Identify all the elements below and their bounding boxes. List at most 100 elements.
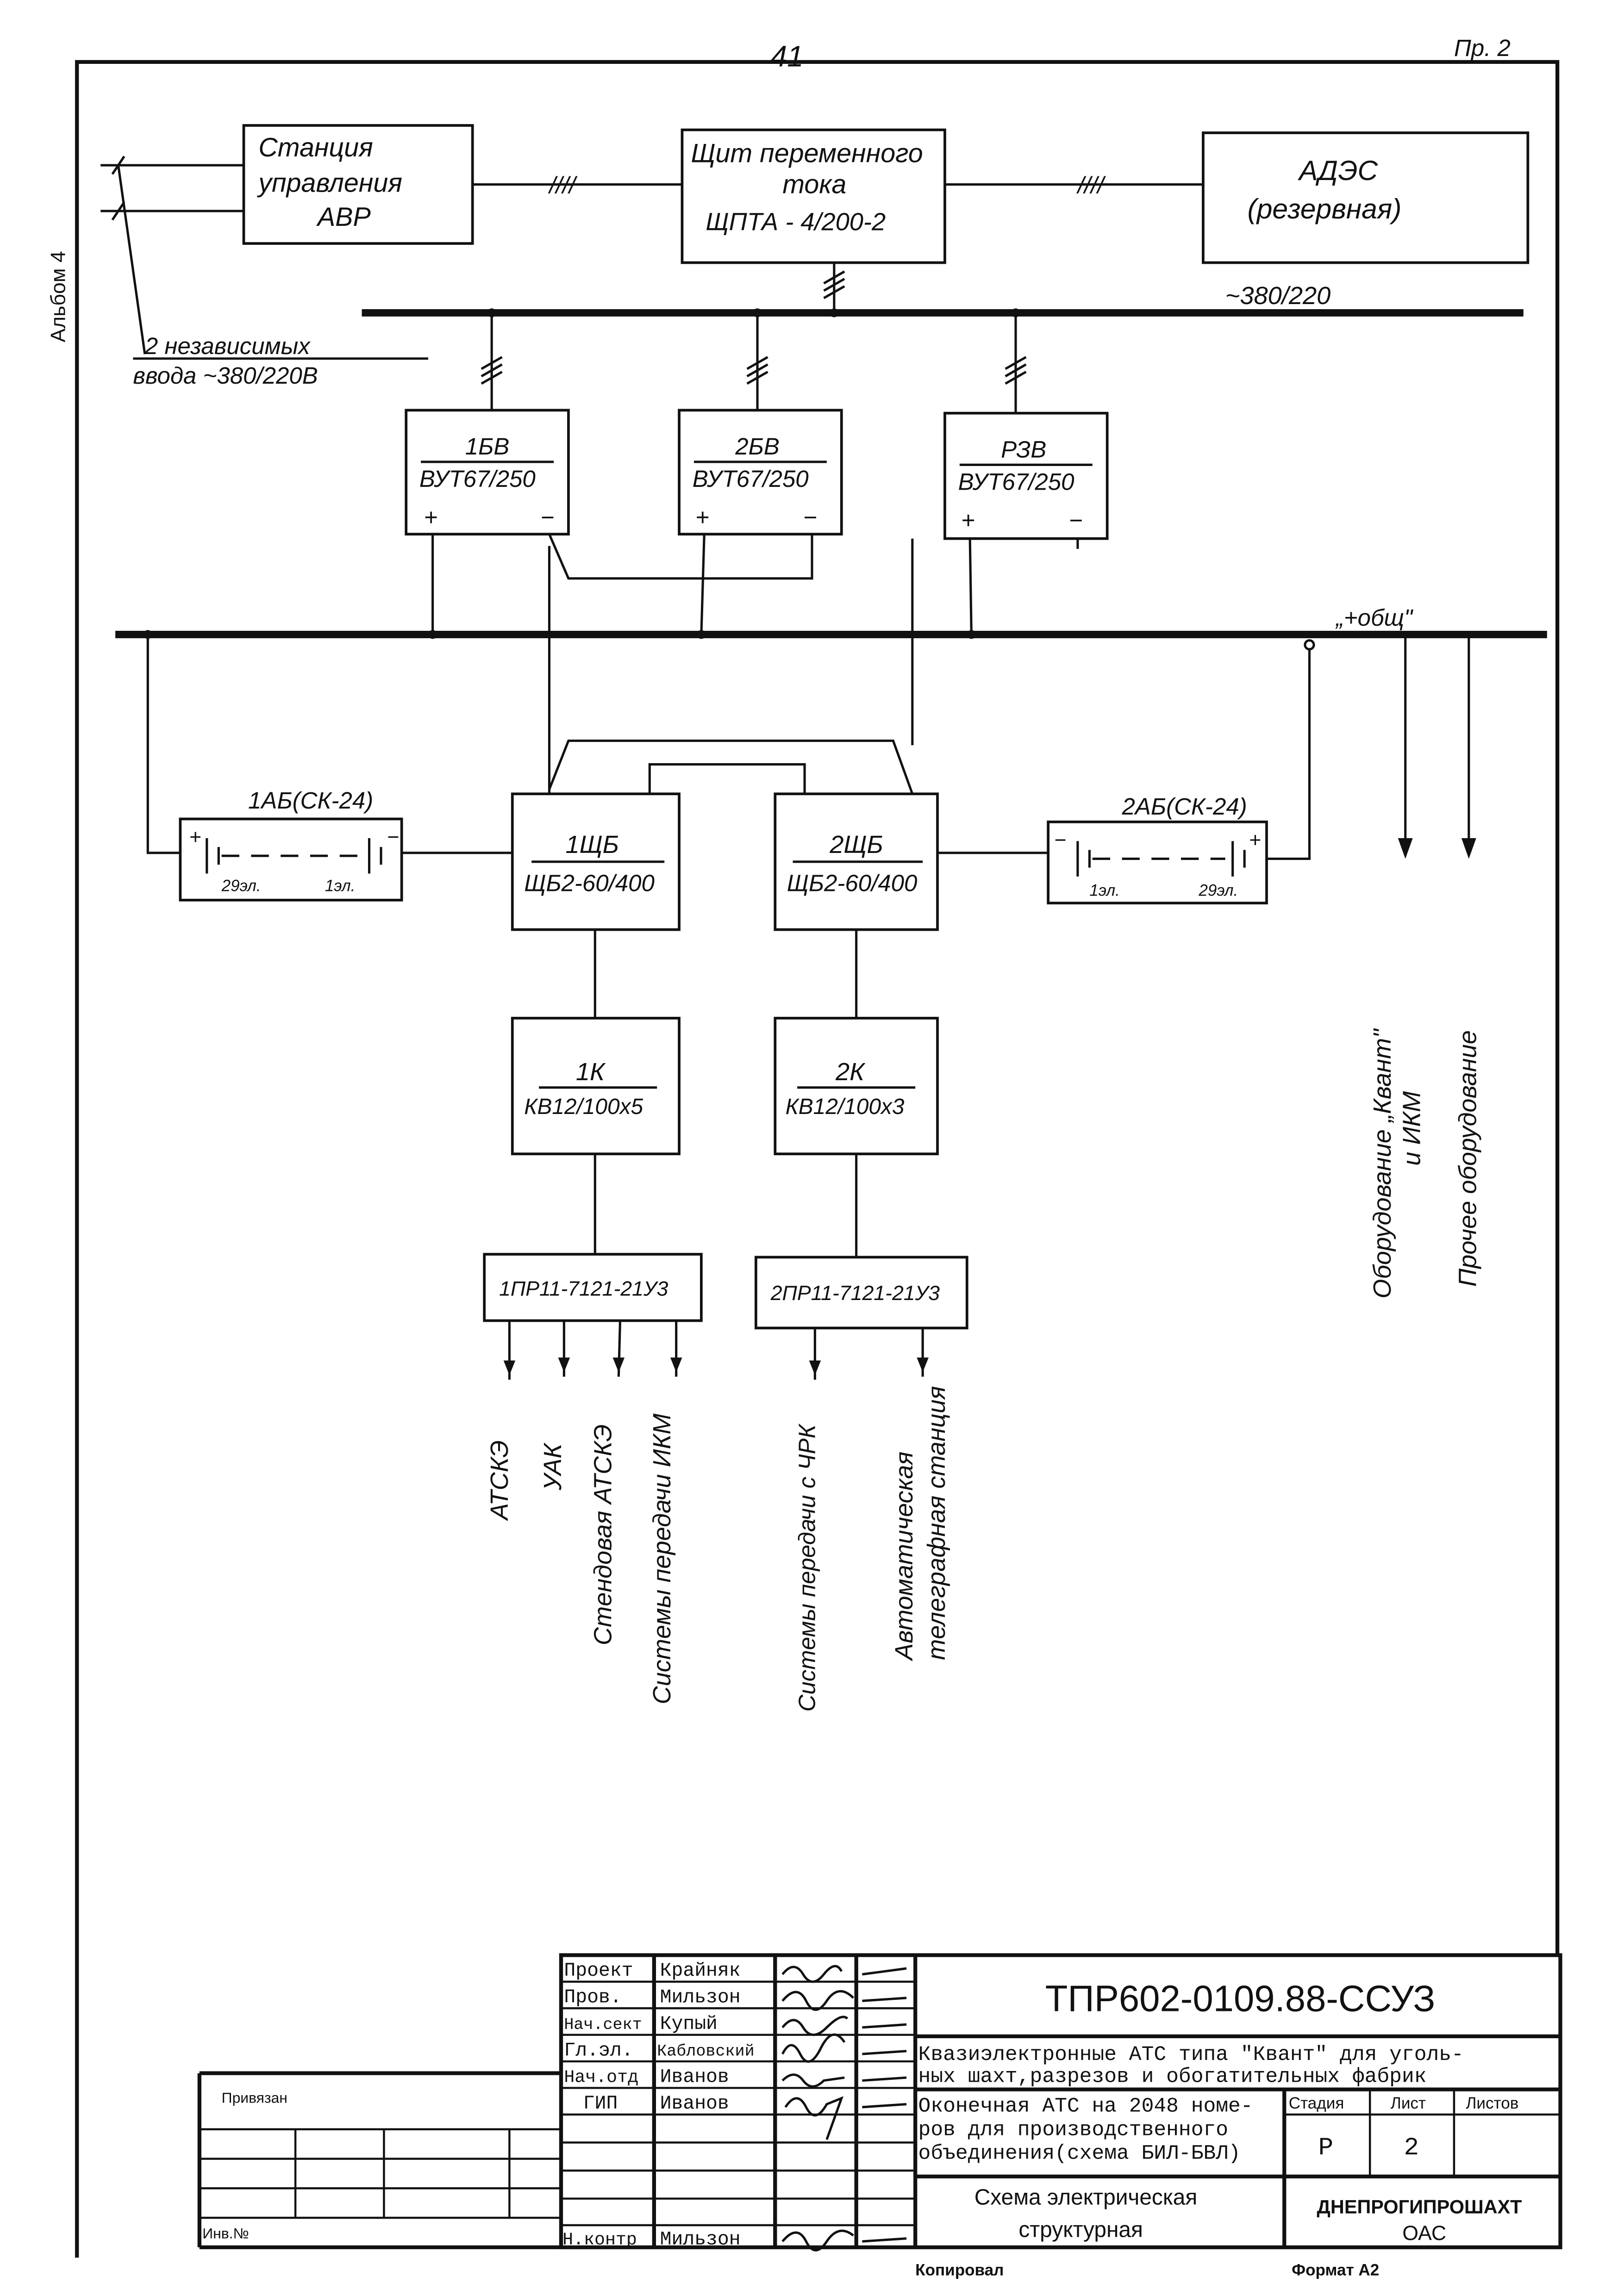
converter-2-outputs: Системы передачи с ЧРК Автоматическая те… [793, 1328, 950, 1711]
svg-text:29эл.: 29эл. [221, 877, 261, 895]
svg-text:1ЩБ: 1ЩБ [566, 831, 619, 859]
converter-2: 2ПР11-7121-21У3 [754, 1256, 968, 1330]
svg-text:телеграфная станция: телеграфная станция [923, 1386, 950, 1660]
svg-text:2ЩБ: 2ЩБ [829, 831, 883, 859]
cross-connection [548, 739, 914, 795]
svg-text:−: − [387, 826, 399, 849]
svg-text:1К: 1К [576, 1058, 606, 1086]
svg-text:Щит переменного: Щит переменного [691, 139, 923, 168]
converter-1-outputs: АТСКЭ УАК Стендовая АТСКЭ Системы переда… [486, 1320, 682, 1704]
svg-text:ЩБ2-60/400: ЩБ2-60/400 [787, 870, 918, 896]
role: Проект [564, 1960, 633, 1982]
ades-block: АДЭС (резервная) [1202, 131, 1530, 264]
svg-text:Системы передачи с ЧРК: Системы передачи с ЧРК [793, 1423, 820, 1711]
svg-text:2 независимых: 2 независимых [144, 333, 311, 359]
distribution-board-2: 2ЩБ ЩБ2-60/400 [774, 792, 939, 931]
rectifier-1: 1БВ ВУТ67/250 + − [405, 409, 570, 536]
svg-text:Привязан: Привязан [222, 2089, 287, 2106]
name: Мильзон [660, 2229, 741, 2250]
svg-text:КВ12/100х3: КВ12/100х3 [786, 1095, 905, 1119]
svg-text:КВ12/100х5: КВ12/100х5 [524, 1095, 643, 1119]
svg-text:Станция: Станция [258, 133, 373, 162]
project-title: ных шахт,разрезов и обогатительных фабри… [918, 2066, 1427, 2089]
converter-1: 1ПР11-7121-21У3 [483, 1253, 703, 1322]
name: Кабловский [657, 2042, 754, 2060]
organization: ОАС [1402, 2222, 1446, 2245]
name: Мильзон [660, 1987, 741, 2009]
svg-text:ЩПТА - 4/200-2: ЩПТА - 4/200-2 [706, 208, 886, 236]
role: Нач.сект [564, 2016, 642, 2034]
sheet-value: 2 [1404, 2134, 1419, 2162]
svg-text:1БВ: 1БВ [465, 433, 510, 460]
svg-text:Автоматическая: Автоматическая [890, 1451, 918, 1661]
cross-connection [648, 763, 806, 794]
signatures [781, 1965, 907, 2252]
role: Пров. [564, 1987, 621, 2009]
svg-text:Инв.№: Инв.№ [202, 2225, 249, 2242]
svg-text:29эл.: 29эл. [1198, 881, 1238, 899]
svg-text:2АБ(СК-24): 2АБ(СК-24) [1122, 793, 1247, 820]
album-label: Альбом 4 [47, 251, 70, 342]
document-code: ТПР602-0109.88-ССУЗ [1045, 1978, 1436, 2019]
sheet-title: объединения(схема БИЛ-БВЛ) [918, 2142, 1241, 2165]
attachment-block: Привязан Инв.№ [197, 2071, 561, 2249]
svg-text:1эл.: 1эл. [325, 877, 355, 895]
drawing-name: Схема электрическая [974, 2185, 1198, 2209]
svg-text:ВУТ67/250: ВУТ67/250 [419, 466, 536, 492]
drawing-name: структурная [1018, 2217, 1143, 2242]
sheet-title: ров для производственного [918, 2118, 1228, 2141]
svg-text:„+общ": „+общ" [1335, 604, 1413, 631]
svg-text:ЩБ2-60/400: ЩБ2-60/400 [524, 870, 655, 896]
svg-text:+: + [189, 826, 201, 849]
svg-text:−: − [1054, 829, 1066, 852]
cabinet-1k: 1К КВ12/100х5 [511, 1017, 681, 1156]
power-inputs: 2 независимых ввода ~380/220В [100, 156, 429, 389]
name: Иванов [660, 2093, 729, 2115]
svg-text:ВУТ67/250: ВУТ67/250 [693, 466, 809, 492]
rectifier-2: 2БВ ВУТ67/250 + − [678, 409, 843, 536]
svg-text:УАК: УАК [539, 1442, 567, 1491]
svg-text:(резервная): (резервная) [1248, 193, 1402, 224]
sheet-title: Оконечная АТС на 2048 номе- [918, 2095, 1253, 2118]
svg-text:2К: 2К [835, 1058, 866, 1086]
role: Гл.эл. [564, 2040, 633, 2061]
battery-1: 1АБ(СК-24) + − 29эл. 1эл. [146, 634, 512, 902]
svg-text:ВУТ67/250: ВУТ67/250 [958, 469, 1074, 495]
svg-text:−: − [540, 504, 554, 530]
svg-text:+: + [961, 507, 975, 533]
svg-text:−: − [1069, 507, 1083, 533]
sheet-frame [75, 60, 1560, 2258]
svg-text:Стендовая АТСКЭ: Стендовая АТСКЭ [589, 1425, 617, 1645]
stage-value: Р [1318, 2134, 1334, 2162]
svg-text:+: + [695, 504, 709, 530]
appendix-label: Пр. 2 [1454, 35, 1511, 61]
ac-bus: ~380/220 [362, 262, 1524, 413]
svg-text:1ПР11-7121-21У3: 1ПР11-7121-21У3 [499, 1277, 668, 1300]
svg-text:управления: управления [256, 168, 402, 198]
svg-text:~380/220: ~380/220 [1225, 282, 1331, 310]
svg-text:Оборудование „Квант": Оборудование „Квант" [1368, 1028, 1396, 1299]
svg-text:АВР: АВР [316, 202, 371, 232]
role: Нач.отд [564, 2068, 638, 2088]
svg-text:−: − [803, 504, 817, 530]
name: Купый [660, 2014, 718, 2035]
rectifier-reserve: РЗВ ВУТ67/250 + − [943, 411, 1109, 540]
stage-label: Стадия [1289, 2094, 1344, 2112]
svg-text:1эл.: 1эл. [1089, 881, 1119, 899]
distribution-board-1: 1ЩБ ЩБ2-60/400 [511, 792, 681, 931]
name: Крайняк [660, 1960, 741, 1982]
wire-count-mark: //// [1076, 172, 1106, 199]
sheet-label: Лист [1391, 2094, 1426, 2112]
ac-panel-block: Щит переменного тока ЩПТА - 4/200-2 [681, 128, 946, 264]
common-plus-bus: „+общ" [115, 534, 1547, 794]
avr-station-block: Станция управления АВР [242, 124, 474, 245]
svg-text:АДЭС: АДЭС [1298, 155, 1378, 186]
copied-label: Копировал [915, 2261, 1004, 2279]
svg-text:2БВ: 2БВ [735, 433, 780, 460]
svg-text:Прочее оборудование: Прочее оборудование [1454, 1030, 1482, 1287]
format-label: Формат А2 [1292, 2261, 1379, 2279]
organization: ДНЕПРОГИПРОШАХТ [1317, 2196, 1522, 2217]
role: ГИП [583, 2093, 618, 2115]
svg-text:1АБ(СК-24): 1АБ(СК-24) [248, 787, 373, 814]
page-number: 41 [771, 39, 804, 73]
